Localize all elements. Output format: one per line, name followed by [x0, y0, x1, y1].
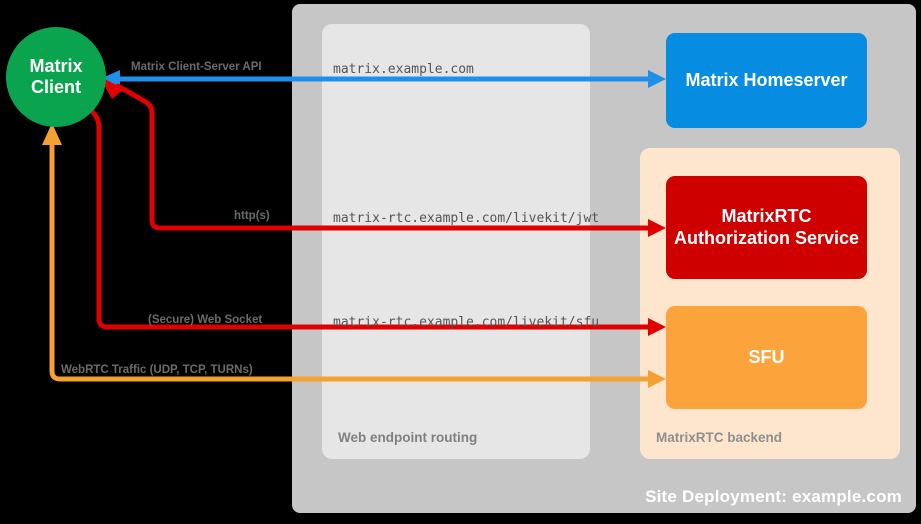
node-sfu[interactable]: SFU [666, 306, 867, 409]
web-endpoint-routing-label: Web endpoint routing [338, 430, 478, 445]
node-matrixrtc-authorization-service[interactable]: MatrixRTC Authorization Service [666, 176, 867, 279]
url-livekit-jwt: matrix-rtc.example.com/livekit/jwt [333, 211, 600, 226]
url-matrix-homeserver: matrix.example.com [333, 62, 474, 77]
site-deployment-label: Site Deployment: example.com [645, 487, 902, 506]
url-livekit-sfu: matrix-rtc.example.com/livekit/sfu [333, 315, 600, 330]
edge-label-secure-web-socket: (Secure) Web Socket [148, 314, 263, 326]
node-matrix-client-line1: Matrix [29, 55, 83, 76]
node-matrix-client[interactable]: Matrix Client [6, 27, 106, 127]
edge-matrix-client-server-api [100, 70, 666, 88]
edge-label-https: http(s) [234, 210, 270, 222]
edge-webrtc-traffic [42, 123, 666, 388]
matrixrtc-backend-label: MatrixRTC backend [656, 430, 783, 445]
edge-label-webrtc-traffic: WebRTC Traffic (UDP, TCP, TURNs) [61, 364, 253, 376]
node-matrix-client-line2: Client [30, 77, 81, 97]
web-endpoint-routing-panel: Web endpoint routing [322, 24, 590, 459]
edge-label-matrix-client-server-api: Matrix Client-Server API [131, 61, 262, 73]
node-matrix-homeserver[interactable]: Matrix Homeserver [666, 33, 867, 128]
